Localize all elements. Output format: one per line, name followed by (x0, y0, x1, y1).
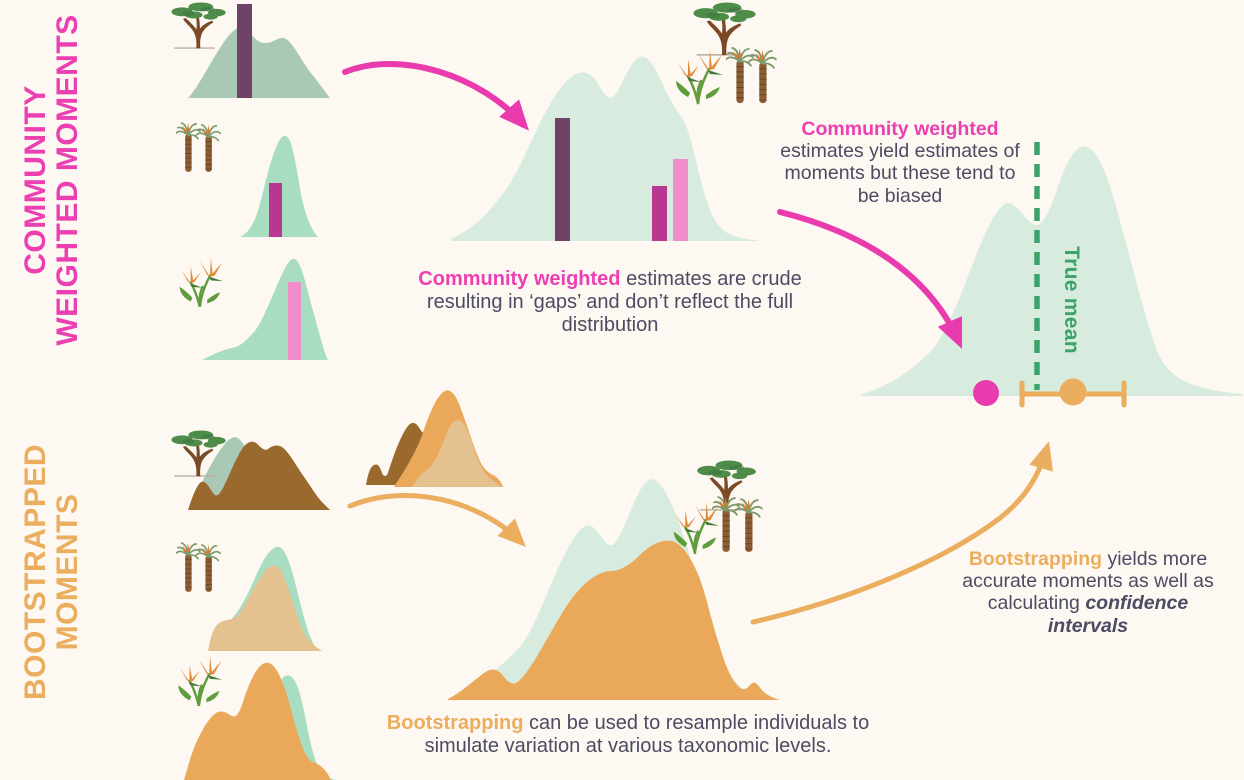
community-label-line1: COMMUNITY (19, 85, 52, 275)
bootstrap-caption-text: can be used to resample individuals to s… (424, 712, 870, 757)
community-caption-highlight: Community weighted (418, 268, 621, 290)
palm-trees-icon (712, 494, 764, 554)
true-mean-label: True mean (1060, 246, 1083, 354)
bootstrap-caption: Bootstrapping can be used to resample in… (378, 712, 878, 758)
community-bias-note: Community weighted estimates yield estim… (780, 118, 1020, 207)
palm-trees-icon (176, 120, 222, 174)
tree-icon (170, 2, 228, 50)
bootstrap-caption-highlight: Bootstrapping (386, 712, 524, 734)
palm-trees-icon (726, 44, 778, 106)
bootstrap-pooled-distribution (448, 478, 780, 702)
bootstrap-label-line1: BOOTSTRAPPED (19, 443, 52, 701)
bootstrap-label-line2: MOMENTS (50, 493, 84, 651)
palm-trees-icon (176, 540, 222, 594)
community-pooled-distribution (450, 55, 762, 241)
bootstrap-sample-distribution-3 (184, 654, 336, 780)
bird-of-paradise-icon (668, 38, 724, 106)
bootstrap-sample-distribution-2 (208, 545, 322, 651)
community-sample-distribution-1 (188, 4, 330, 98)
bootstrap-note-highlight: Bootstrapping (968, 548, 1103, 570)
community-note-text: estimates yield estimates of moments but… (780, 140, 1020, 207)
bootstrap-sample-distribution-1 (188, 433, 330, 512)
community-label-line2: WEIGHTED MOMENTS (50, 14, 84, 346)
community-sample-distribution-2 (238, 133, 320, 237)
bootstrap-note-italic: confidence intervals (1047, 592, 1189, 637)
community-sample-distribution-3 (202, 256, 332, 360)
community-section-label: COMMUNITY WEIGHTED MOMENTS (19, 0, 84, 360)
bird-of-paradise-icon (172, 250, 224, 307)
bootstrap-accuracy-note: Bootstrapping yields more accurate momen… (962, 548, 1214, 637)
bootstrap-section-label: BOOTSTRAPPED MOMENTS (19, 422, 84, 722)
bootstrap-resampled-distribution (364, 388, 510, 489)
tree-icon (170, 430, 228, 478)
community-caption: Community weighted estimates are crude r… (410, 268, 810, 336)
community-caption-text: estimates are crude resulting in ‘gaps’ … (426, 268, 802, 336)
bird-of-paradise-icon (170, 648, 224, 706)
community-note-highlight: Community weighted (801, 118, 999, 140)
bootstrap-note-text: yields more accurate moments as well as … (962, 548, 1214, 615)
